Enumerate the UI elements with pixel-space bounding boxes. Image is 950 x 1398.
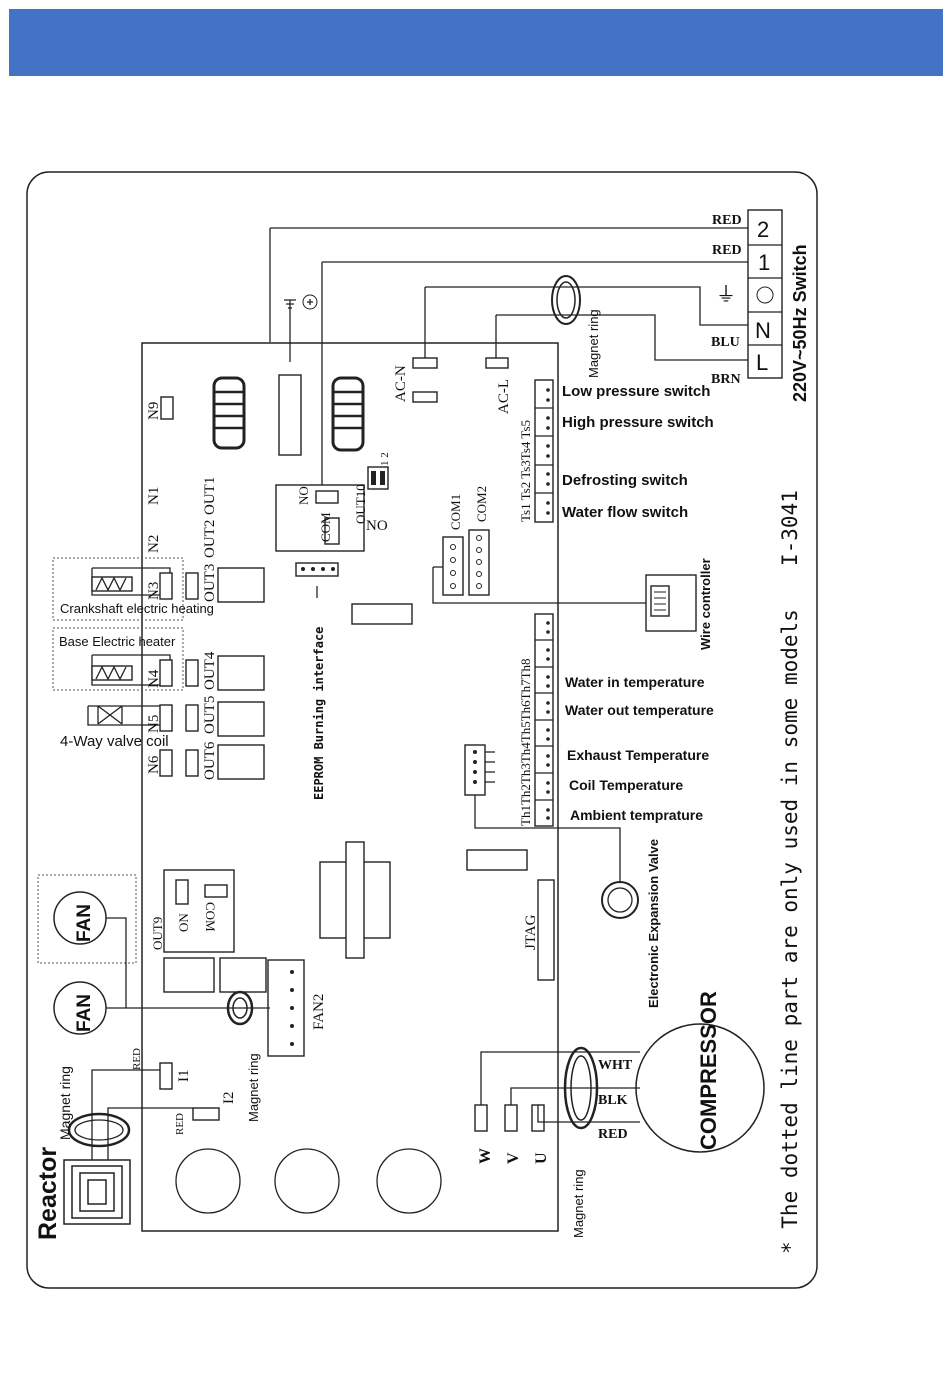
low-pressure-switch: Low pressure switch (562, 383, 710, 400)
no-label: NO (296, 486, 311, 505)
n3-label: N3 (146, 582, 162, 600)
crankshaft-heating-label: Crankshaft electric heating (60, 601, 214, 616)
out10-label: OUT10 (353, 484, 368, 524)
w-label: W (477, 1148, 494, 1164)
out2-label: OUT2 (202, 520, 218, 558)
dip-label: 1 2 (379, 452, 391, 466)
high-pressure-switch: High pressure switch (562, 414, 714, 431)
n9-label: N9 (146, 402, 162, 420)
eeprom-label: EEPROM Burning interface (312, 627, 326, 800)
model-number: I-3041 (778, 490, 802, 566)
wire-controller-label: Wire controller (698, 558, 713, 650)
fan-2-label: FAN (74, 994, 95, 1032)
terminal-n: N (755, 318, 771, 343)
out4-label: OUT4 (202, 651, 218, 690)
coil-temperature: Coil Temperature (569, 777, 683, 793)
no2-label: NO (366, 518, 388, 534)
out3-label: OUT3 (202, 564, 218, 602)
ts-connectors (534, 379, 554, 523)
switch-label: 220V~50Hz Switch (790, 244, 810, 402)
fan2-connector-label: FAN2 (311, 994, 327, 1030)
com2-label: COM2 (474, 486, 489, 522)
diagram-frame (26, 171, 818, 1289)
red-compressor-label: RED (598, 1127, 628, 1142)
th-connectors (534, 613, 554, 827)
reactor-icon (63, 1159, 131, 1225)
water-out-temperature: Water out temperature (565, 702, 714, 718)
inductor-1 (212, 376, 246, 450)
four-way-valve-label: 4-Way valve coil (60, 733, 169, 750)
magnet-ring-top-label: Magnet ring (586, 309, 601, 378)
magnet-ring-left-label: Magnet ring (57, 1066, 73, 1140)
i1-label: I1 (176, 1070, 192, 1083)
blk-label: BLK (598, 1093, 628, 1108)
wire-red-2: RED (712, 243, 742, 258)
wire-red-1: RED (712, 213, 742, 228)
wire-brn: BRN (711, 372, 741, 387)
i2-label: I2 (221, 1092, 237, 1105)
eev-label: Electronic Expansion Valve (646, 839, 661, 1008)
n6-label: N6 (146, 755, 162, 774)
v-label: V (505, 1152, 522, 1164)
out5-label: OUT5 (202, 696, 218, 734)
on-label: ON (176, 913, 191, 932)
crankshaft-dotted-area (52, 557, 184, 621)
wht-label: WHT (598, 1058, 633, 1073)
ac-n-label: AC-N (393, 365, 409, 402)
reactor-label: Reactor (34, 1147, 62, 1240)
com9-label: COM (203, 902, 218, 932)
base-heater-label: Base Electric heater (59, 634, 176, 649)
wire-blu: BLU (711, 335, 740, 350)
out9-label: OUT9 (150, 917, 165, 950)
terminal-block (747, 209, 783, 379)
out6-label: OUT6 (202, 741, 218, 780)
defrosting-switch: Defrosting switch (562, 472, 688, 489)
n5-label: N5 (146, 715, 162, 733)
dotted-line-note: * The dotted line part are only used in … (778, 609, 802, 1254)
com-label: COM (318, 512, 333, 542)
pcb-board (141, 342, 559, 1232)
water-flow-switch: Water flow switch (562, 504, 688, 521)
header-bar (9, 9, 943, 76)
magnet-ring-fan-label: Magnet ring (246, 1053, 261, 1122)
inductor-2 (331, 376, 365, 452)
fan-1-label: FAN (74, 904, 95, 942)
fan-dotted-area (37, 874, 137, 964)
ac-l-label: AC-L (496, 379, 512, 414)
n4-label: N4 (146, 669, 162, 688)
terminal-l: L (756, 350, 768, 375)
base-heater-dotted-area (52, 627, 184, 691)
red-i1-label: RED (131, 1048, 143, 1070)
jtag-label: JTAG (523, 914, 539, 950)
ts-label: Ts1 Ts2 Ts3Ts4 Ts5 (518, 420, 533, 522)
ambient-temperature: Ambient temprature (570, 807, 703, 823)
th-label: Th1Th2Th3Th4Th5Th6Th7Th8 (518, 658, 533, 826)
u-label: U (533, 1152, 550, 1164)
earth-symbol-label: ⏚ (716, 284, 736, 306)
n1-label: N1 (146, 487, 162, 505)
terminal-2: 2 (757, 217, 769, 242)
n2-label: N2 (146, 535, 162, 553)
exhaust-temperature: Exhaust Temperature (567, 747, 709, 763)
red-i2-label: RED (174, 1113, 186, 1135)
out1-label: OUT1 (202, 477, 218, 515)
terminal-1: 1 (758, 250, 770, 275)
water-in-temperature: Water in temperature (565, 674, 705, 690)
magnet-ring-bottom-label: Magnet ring (571, 1169, 586, 1238)
com1-label: COM1 (448, 494, 463, 530)
compressor-label: COMPRESSOR (696, 991, 721, 1150)
